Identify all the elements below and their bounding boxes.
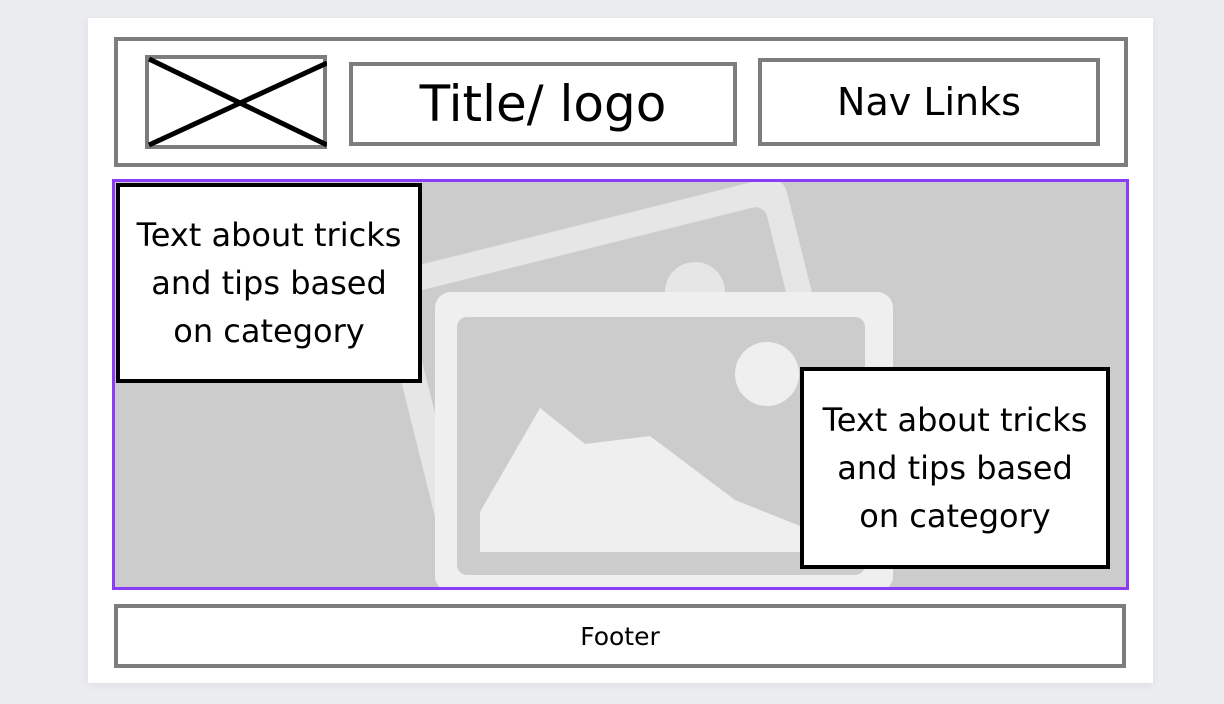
nav-links[interactable]: Nav Links	[758, 58, 1100, 146]
tips-text-left: Text about tricks and tips based on cate…	[136, 216, 402, 350]
image-placeholder-icon	[378, 182, 893, 587]
site-footer: Footer	[114, 604, 1126, 668]
site-title-text: Title/ logo	[419, 75, 667, 133]
nav-links-label[interactable]: Nav Links	[837, 80, 1021, 124]
image-placeholder-x-icon	[147, 56, 327, 148]
hero-image-section	[112, 179, 1129, 590]
tips-text-card-left: Text about tricks and tips based on cate…	[116, 183, 422, 383]
footer-label: Footer	[580, 621, 660, 651]
site-header	[114, 37, 1128, 167]
tips-text-card-right: Text about tricks and tips based on cate…	[800, 367, 1110, 569]
logo-placeholder	[145, 55, 327, 149]
site-title: Title/ logo	[349, 62, 737, 146]
tips-text-right: Text about tricks and tips based on cate…	[822, 401, 1088, 535]
